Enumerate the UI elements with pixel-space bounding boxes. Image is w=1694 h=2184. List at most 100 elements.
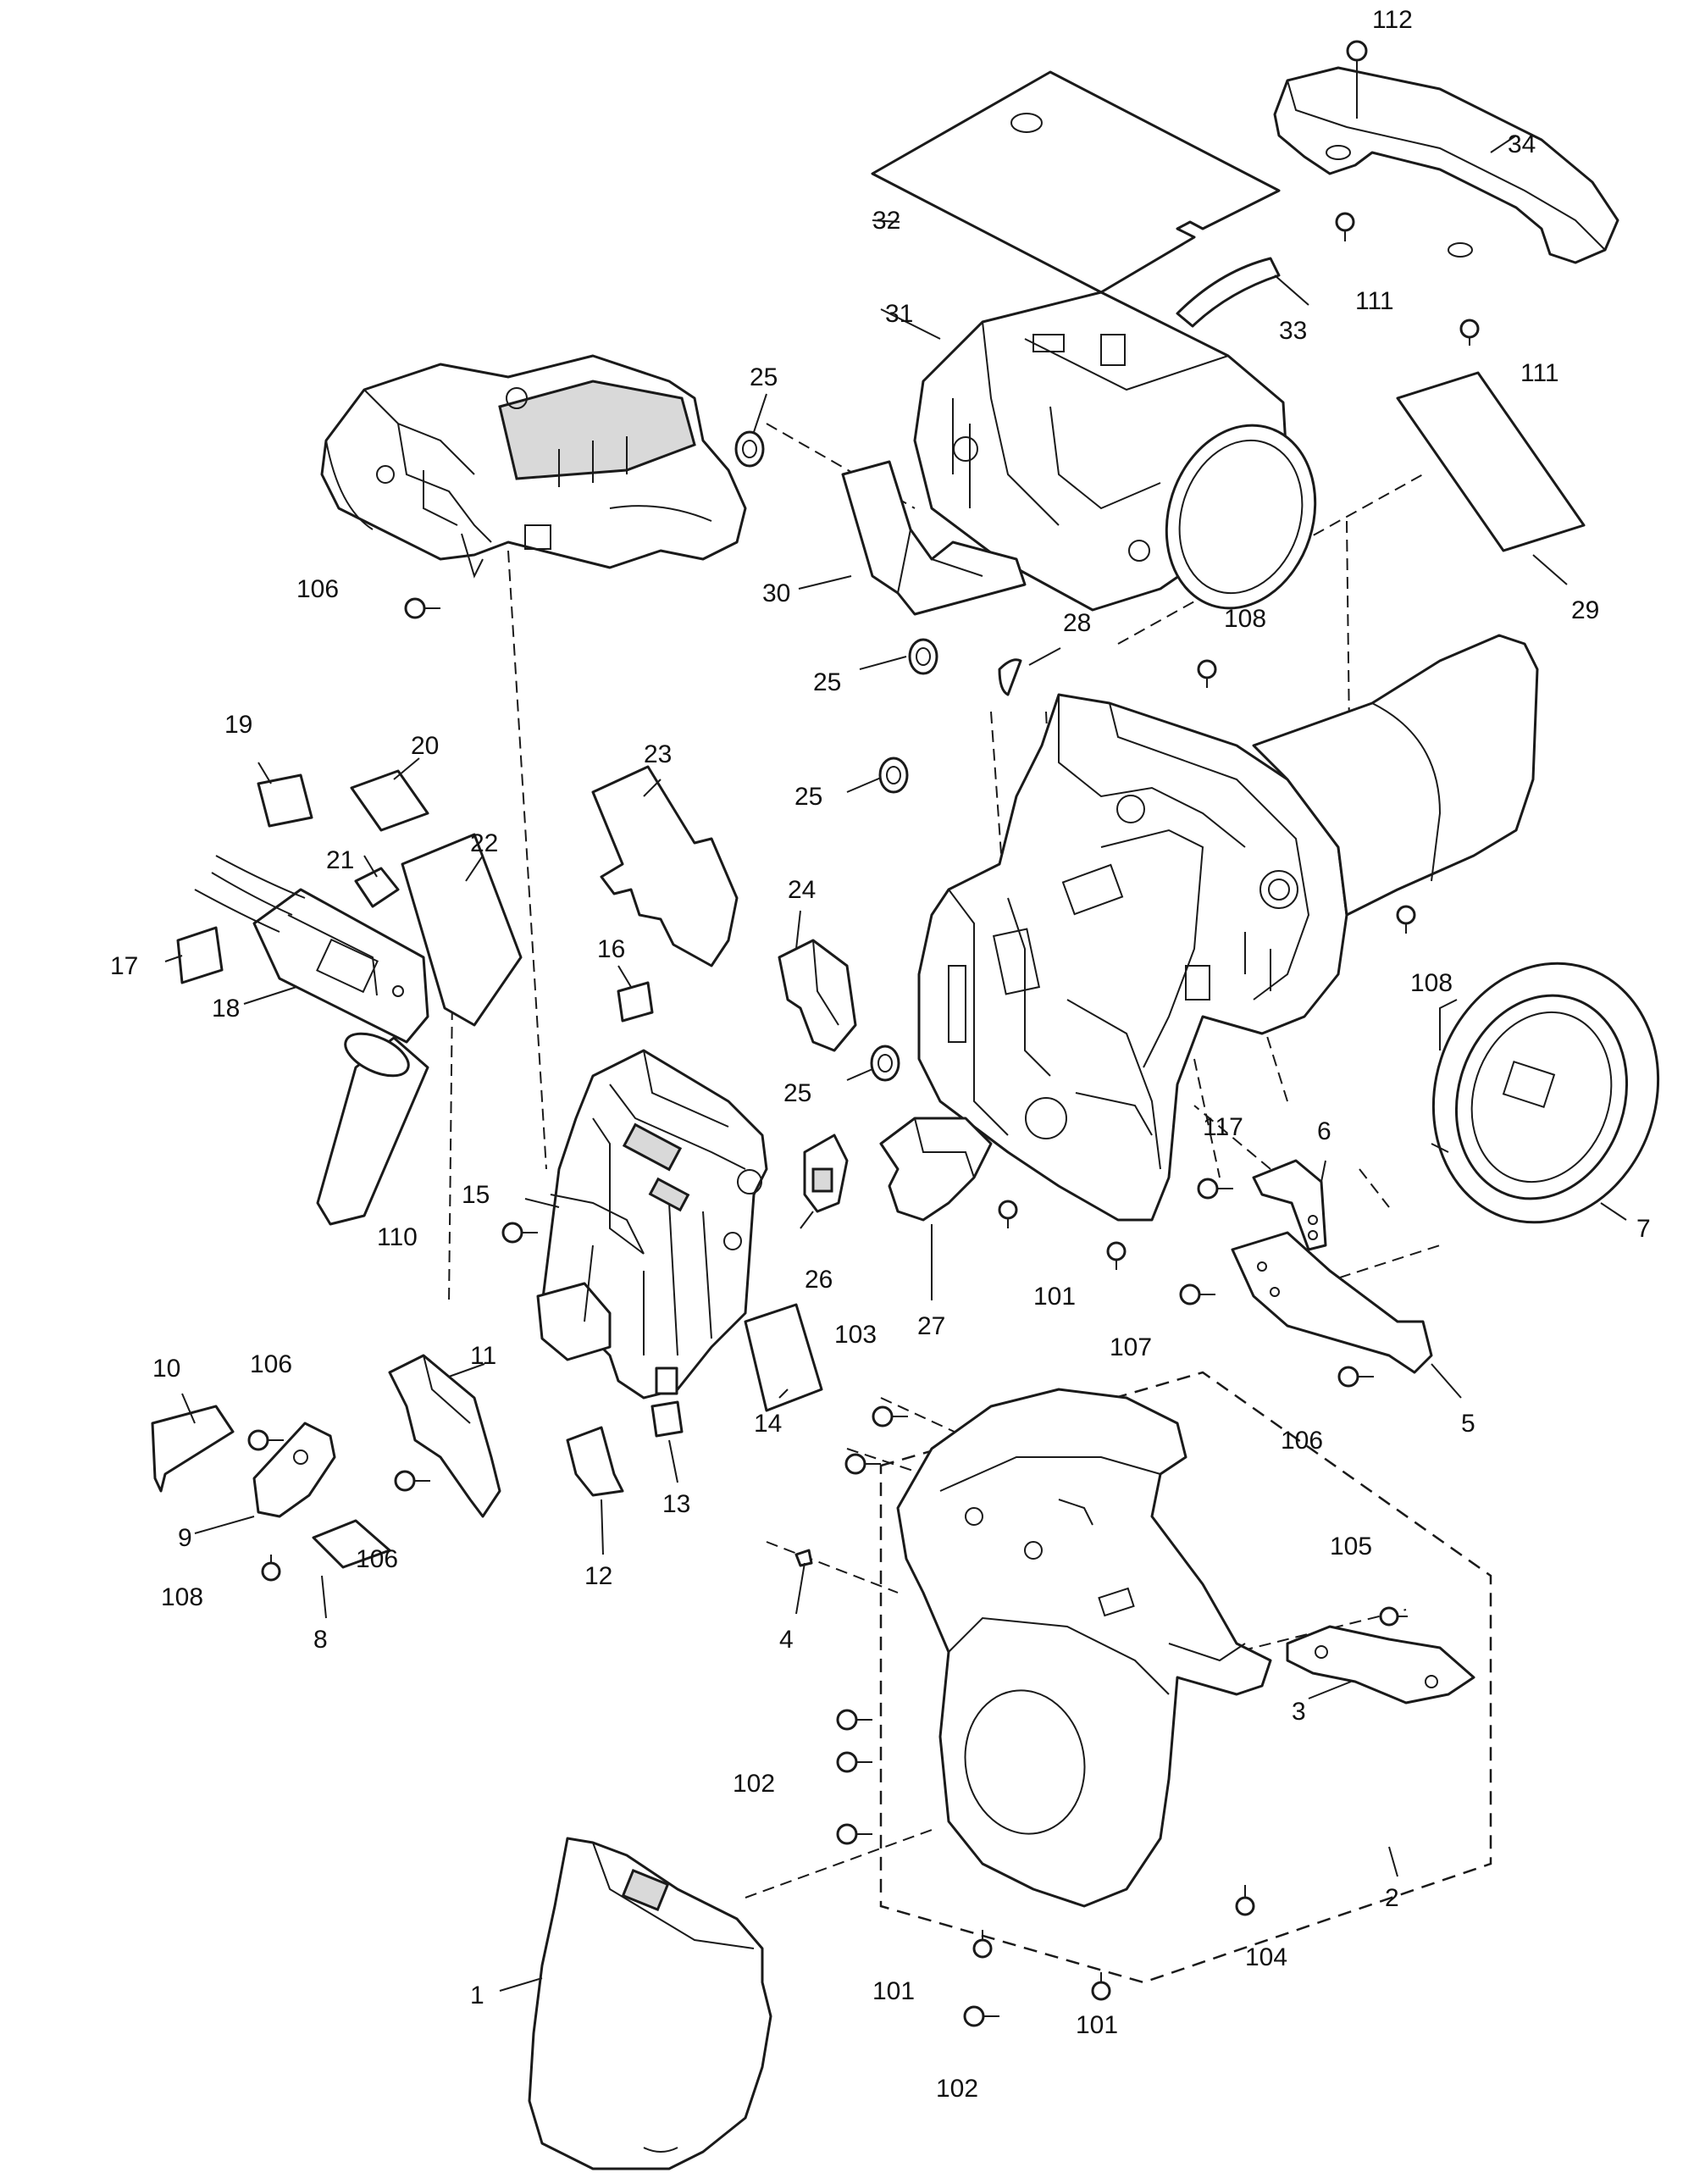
callout-24: 24 xyxy=(788,876,816,904)
callout-7: 7 xyxy=(1636,1215,1651,1243)
small-spring xyxy=(794,1549,813,1567)
screw xyxy=(972,1930,993,1959)
callout-2: 2 xyxy=(1385,1884,1399,1912)
holder-27 xyxy=(879,1117,993,1222)
callout-25c: 25 xyxy=(794,783,822,811)
screw xyxy=(1235,1885,1255,1916)
screw xyxy=(998,1200,1018,1228)
flex-cable xyxy=(841,460,1027,616)
callout-31: 31 xyxy=(885,300,913,328)
callout-18: 18 xyxy=(212,995,240,1023)
callout-4: 4 xyxy=(779,1626,794,1654)
callout-22: 22 xyxy=(470,829,498,857)
sheet-17 xyxy=(176,926,224,984)
screw xyxy=(261,1555,281,1582)
screw xyxy=(1179,1283,1215,1305)
screw xyxy=(872,1405,908,1427)
top-handle xyxy=(1273,66,1619,264)
screw xyxy=(1197,1178,1233,1200)
screw xyxy=(836,1751,872,1773)
curved-strip xyxy=(1176,257,1281,328)
rear-side-panel xyxy=(1252,634,1539,917)
callout-15: 15 xyxy=(462,1181,490,1209)
callout-105: 105 xyxy=(1330,1533,1372,1560)
callout-5: 5 xyxy=(1461,1410,1475,1438)
screw xyxy=(1459,319,1480,346)
rubber-rings xyxy=(734,430,938,1082)
bracket-6 xyxy=(1252,1159,1327,1251)
callout-32: 32 xyxy=(872,207,900,235)
bracket-5 xyxy=(1231,1231,1433,1374)
flash-pcb xyxy=(194,855,429,1044)
callout-102b: 102 xyxy=(936,2075,978,2103)
switch-26 xyxy=(803,1134,849,1213)
callout-25b: 25 xyxy=(813,668,841,696)
callout-103: 103 xyxy=(834,1321,877,1349)
callout-9: 9 xyxy=(178,1524,192,1552)
callout-112: 112 xyxy=(1372,6,1413,34)
screw xyxy=(963,2005,999,2027)
callout-26: 26 xyxy=(805,1266,833,1294)
rear-chassis-unit xyxy=(320,354,747,579)
callout-16: 16 xyxy=(597,935,625,963)
callout-34: 34 xyxy=(1508,130,1536,158)
callout-25d: 25 xyxy=(783,1079,811,1107)
callout-108c: 108 xyxy=(161,1583,203,1611)
callout-10: 10 xyxy=(152,1355,180,1383)
callout-107: 107 xyxy=(1110,1333,1152,1361)
callout-19: 19 xyxy=(224,711,252,739)
lens-ring xyxy=(1431,962,1660,1224)
tripod-plate xyxy=(1286,1625,1475,1705)
callout-30: 30 xyxy=(762,579,790,607)
callout-3: 3 xyxy=(1292,1698,1306,1726)
callout-101b: 101 xyxy=(872,1977,915,2005)
connector-21 xyxy=(354,867,400,908)
sheet-16 xyxy=(617,981,654,1023)
callout-106d: 106 xyxy=(1281,1427,1323,1455)
callout-108b: 108 xyxy=(1410,969,1453,997)
screw xyxy=(1197,659,1217,688)
callout-108a: 108 xyxy=(1224,605,1266,633)
screws xyxy=(247,40,1480,2027)
sheet-12 xyxy=(566,1426,624,1497)
callout-28: 28 xyxy=(1063,609,1091,637)
capacitor xyxy=(316,1032,429,1226)
screw xyxy=(1379,1606,1408,1627)
callout-106c: 106 xyxy=(356,1545,398,1573)
callout-104: 104 xyxy=(1245,1943,1287,1971)
screw xyxy=(1335,212,1355,241)
callout-106a: 106 xyxy=(296,575,339,603)
callout-6: 6 xyxy=(1317,1117,1331,1145)
screw xyxy=(1106,1241,1127,1270)
callout-labels: 1 2 3 4 5 6 7 8 9 10 11 12 13 14 15 16 1… xyxy=(110,6,1651,2103)
sheet-8 xyxy=(312,1519,391,1569)
callout-1: 1 xyxy=(470,1982,484,2009)
callout-101a: 101 xyxy=(1033,1283,1076,1311)
callout-11: 11 xyxy=(470,1342,496,1370)
screw xyxy=(247,1429,284,1451)
bracket-9 xyxy=(252,1422,336,1518)
callout-102a: 102 xyxy=(733,1770,775,1798)
lcd-cover xyxy=(528,1837,772,2170)
small-clip xyxy=(998,658,1022,696)
screw xyxy=(1091,1972,1111,2001)
callout-33: 33 xyxy=(1279,317,1307,345)
callout-20: 20 xyxy=(411,732,439,760)
callout-110: 110 xyxy=(377,1223,418,1251)
callout-14: 14 xyxy=(754,1410,782,1438)
callout-leaders xyxy=(164,135,1627,1992)
screw xyxy=(394,1470,430,1492)
part-13 xyxy=(650,1400,684,1438)
callout-27: 27 xyxy=(917,1312,945,1340)
screw xyxy=(501,1222,538,1244)
callout-25a: 25 xyxy=(750,363,778,391)
callout-111b: 111 xyxy=(1520,359,1559,387)
inner-bracket xyxy=(778,939,857,1052)
screw xyxy=(844,1453,881,1475)
callout-17: 17 xyxy=(110,952,138,980)
callout-21: 21 xyxy=(326,846,354,874)
callout-117: 117 xyxy=(1203,1113,1243,1141)
callout-106b: 106 xyxy=(250,1350,292,1378)
shield-sheet xyxy=(591,765,739,967)
